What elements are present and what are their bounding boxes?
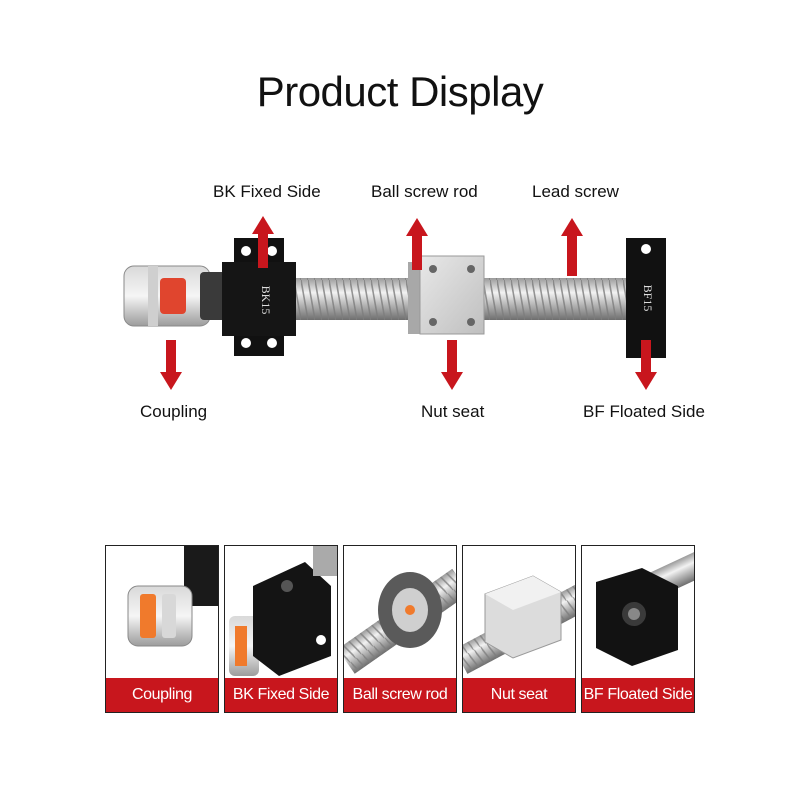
page-title: Product Display xyxy=(256,68,544,115)
label-coupling: Coupling xyxy=(140,402,208,421)
product-card-bk-fixed-side[interactable]: BK Fixed Side xyxy=(224,545,338,713)
arrows xyxy=(160,216,657,390)
nut-seat-part xyxy=(408,255,485,335)
coupling-photo xyxy=(127,546,218,647)
bf-block-mark: BF15 xyxy=(641,285,655,312)
coupling-part xyxy=(123,265,228,327)
card-caption: Coupling xyxy=(106,678,218,712)
bk-fixed-block: BK15 xyxy=(222,238,296,356)
card-caption: Ball screw rod xyxy=(344,678,456,712)
arrow-up-rod xyxy=(406,218,428,270)
card-caption: Nut seat xyxy=(463,678,575,712)
label-nut-seat: Nut seat xyxy=(421,402,485,421)
label-ball-screw-rod: Ball screw rod xyxy=(371,182,478,201)
arrow-up-lead xyxy=(561,218,583,276)
bk-block-mark: BK15 xyxy=(259,286,273,315)
bk-fixed-side-photo xyxy=(229,546,337,676)
label-bf-floated-side: BF Floated Side xyxy=(583,402,705,421)
label-bk-fixed-side: BK Fixed Side xyxy=(213,182,321,201)
arrow-down-coupling xyxy=(160,340,182,390)
arrow-down-bf xyxy=(635,340,657,390)
card-caption: BK Fixed Side xyxy=(225,678,337,712)
card-caption: BF Floated Side xyxy=(582,678,694,712)
bf-floated-side-photo xyxy=(596,546,694,666)
product-card-bf-floated-side[interactable]: BF Floated Side xyxy=(581,545,695,713)
arrow-down-nut xyxy=(441,340,463,390)
arrow-up-bk xyxy=(252,216,274,268)
product-card-nut-seat[interactable]: Nut seat xyxy=(462,545,576,713)
bf-floated-block: BF15 xyxy=(626,238,666,358)
product-card-coupling[interactable]: Coupling xyxy=(105,545,219,713)
nut-seat-photo xyxy=(463,575,575,674)
label-lead-screw: Lead screw xyxy=(532,182,619,201)
ball-screw-rod-photo xyxy=(344,568,456,674)
product-card-ball-screw-rod[interactable]: Ball screw rod xyxy=(343,545,457,713)
